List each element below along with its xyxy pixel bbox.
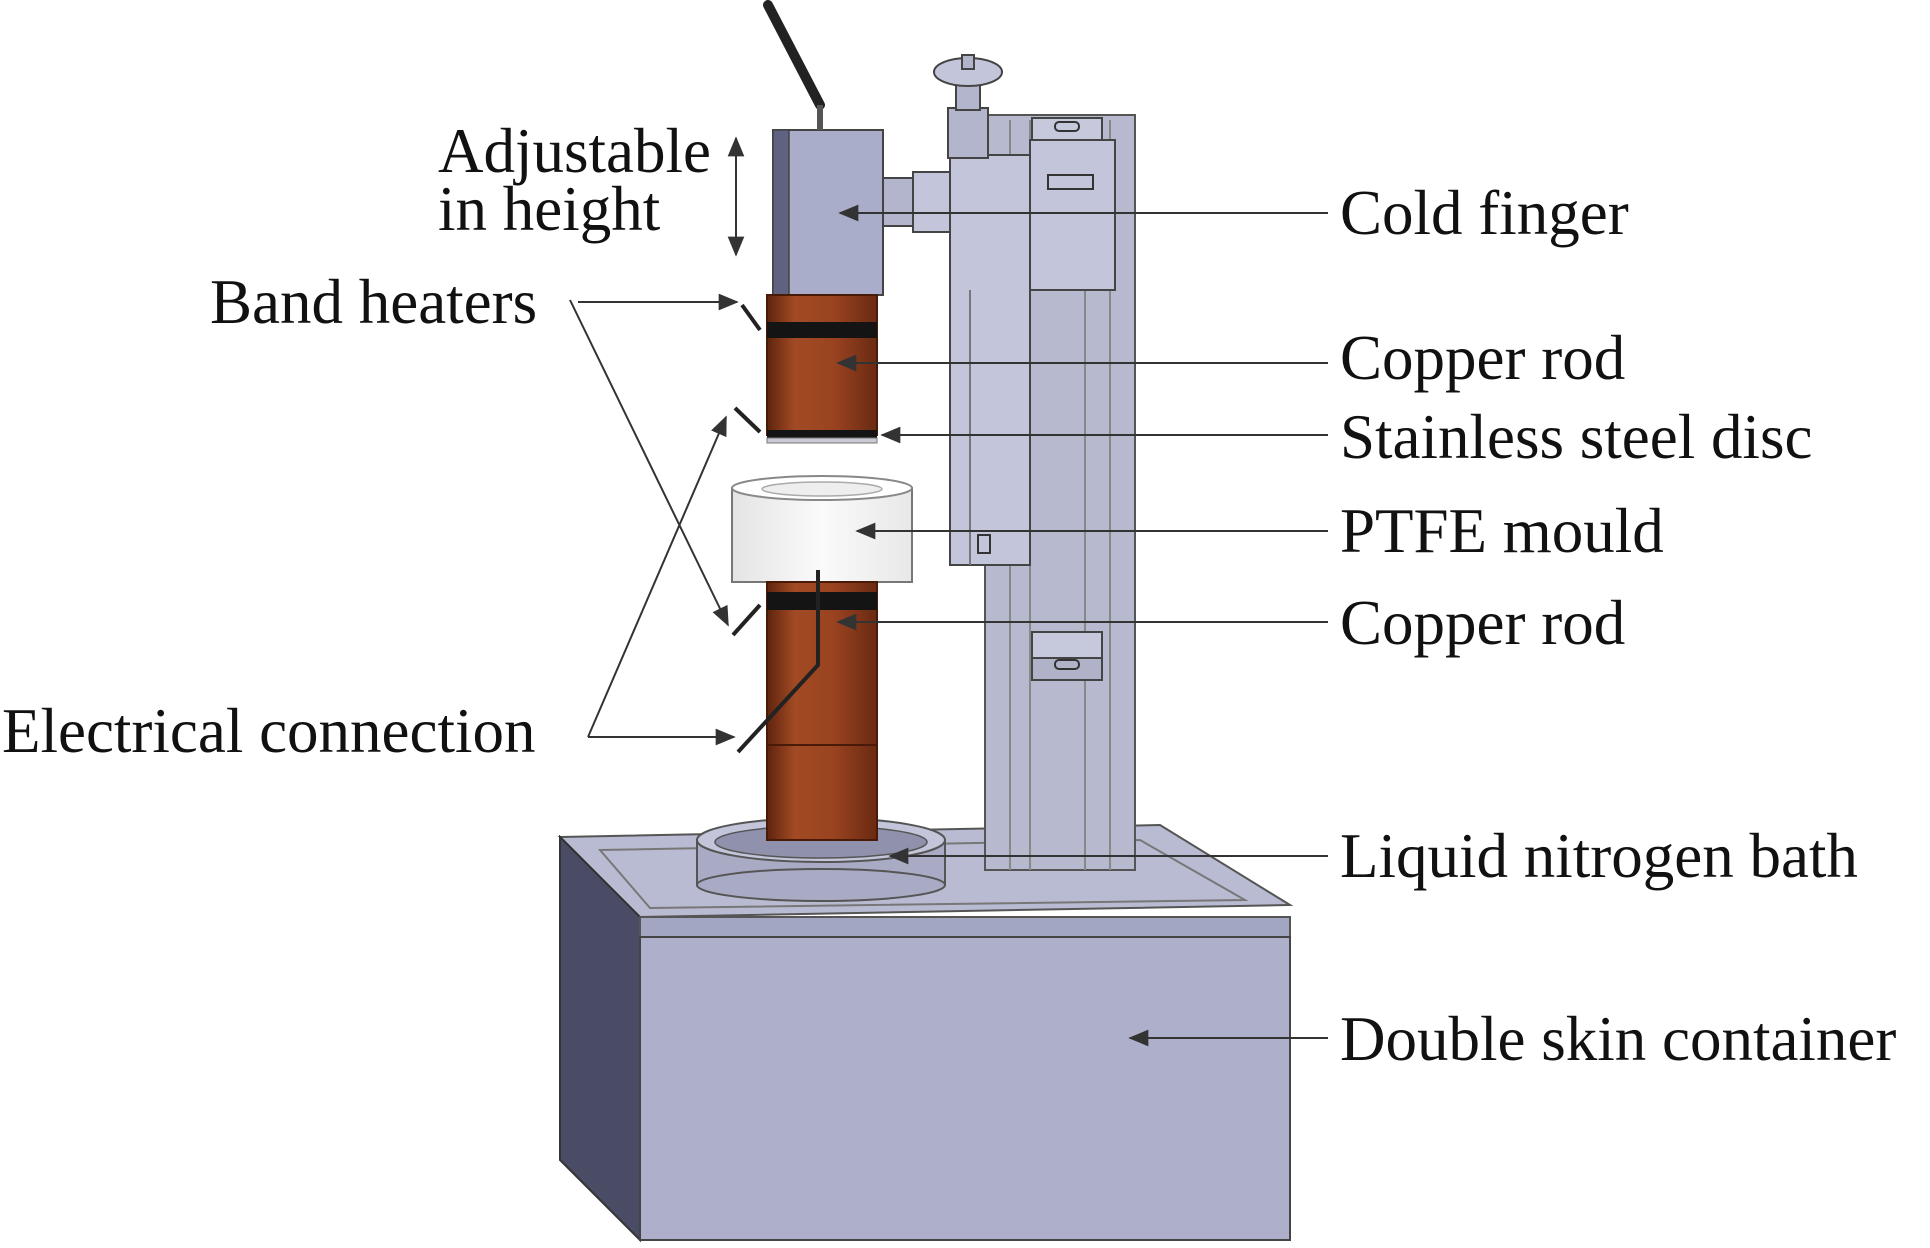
- stainless-steel-disc: [766, 437, 878, 444]
- label-copper-rod-bottom: Copper rod: [1340, 588, 1626, 658]
- label-adjustable-line2: in height: [438, 174, 661, 244]
- label-adjustable-line1: Adjustable: [438, 116, 711, 186]
- band-heaters-leader-lower: [569, 299, 729, 627]
- label-band-heaters: Band heaters: [210, 267, 538, 337]
- electrical-connection-leader-upper: [587, 415, 727, 738]
- cold-finger: [763, 0, 951, 296]
- label-stainless-steel-disc: Stainless steel disc: [1340, 402, 1813, 472]
- upper-band-heater: [767, 322, 877, 338]
- label-cold-finger: Cold finger: [1340, 178, 1629, 248]
- leader-lines: [569, 136, 1328, 1047]
- lower-copper-rod: [731, 570, 878, 841]
- label-copper-rod-top: Copper rod: [1340, 323, 1626, 393]
- vertical-column: [933, 54, 1136, 871]
- label-liquid-nitrogen-bath: Liquid nitrogen bath: [1340, 821, 1858, 891]
- upper-copper-rod: [733, 294, 878, 444]
- label-double-skin-container: Double skin container: [1340, 1004, 1897, 1074]
- ptfe-mould: [731, 475, 913, 583]
- label-electrical-connection: Electrical connection: [2, 696, 536, 766]
- lower-band-heater: [767, 592, 877, 610]
- label-ptfe-mould: PTFE mould: [1340, 496, 1664, 566]
